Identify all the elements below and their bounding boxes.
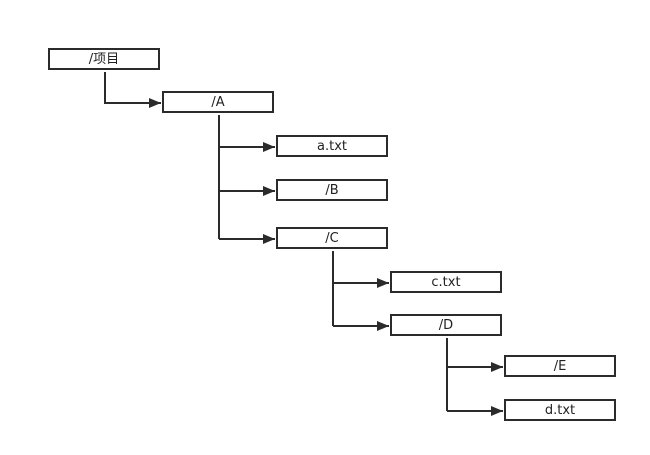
connector-root-to-a xyxy=(104,72,161,108)
node-file-c-txt-label: c.txt xyxy=(431,274,461,290)
node-folder-c-label: /C xyxy=(325,230,339,246)
node-folder-e-label: /E xyxy=(553,358,567,374)
node-folder-d: /D xyxy=(390,314,502,336)
node-root-folder: /项目 xyxy=(48,48,160,70)
node-folder-b-label: /B xyxy=(325,182,339,198)
node-file-c-txt: c.txt xyxy=(390,271,502,293)
node-folder-e: /E xyxy=(504,355,616,377)
node-folder-d-label: /D xyxy=(438,317,454,333)
node-file-d-txt-label: d.txt xyxy=(544,402,576,418)
node-file-a-txt-label: a.txt xyxy=(317,138,347,154)
node-file-d-txt: d.txt xyxy=(504,399,616,421)
node-folder-a: /A xyxy=(162,91,274,113)
node-folder-b: /B xyxy=(276,179,388,201)
node-folder-a-label: /A xyxy=(211,94,225,110)
node-file-a-txt: a.txt xyxy=(276,135,388,157)
node-folder-c: /C xyxy=(276,227,388,249)
node-root-label: /项目 xyxy=(88,51,120,67)
